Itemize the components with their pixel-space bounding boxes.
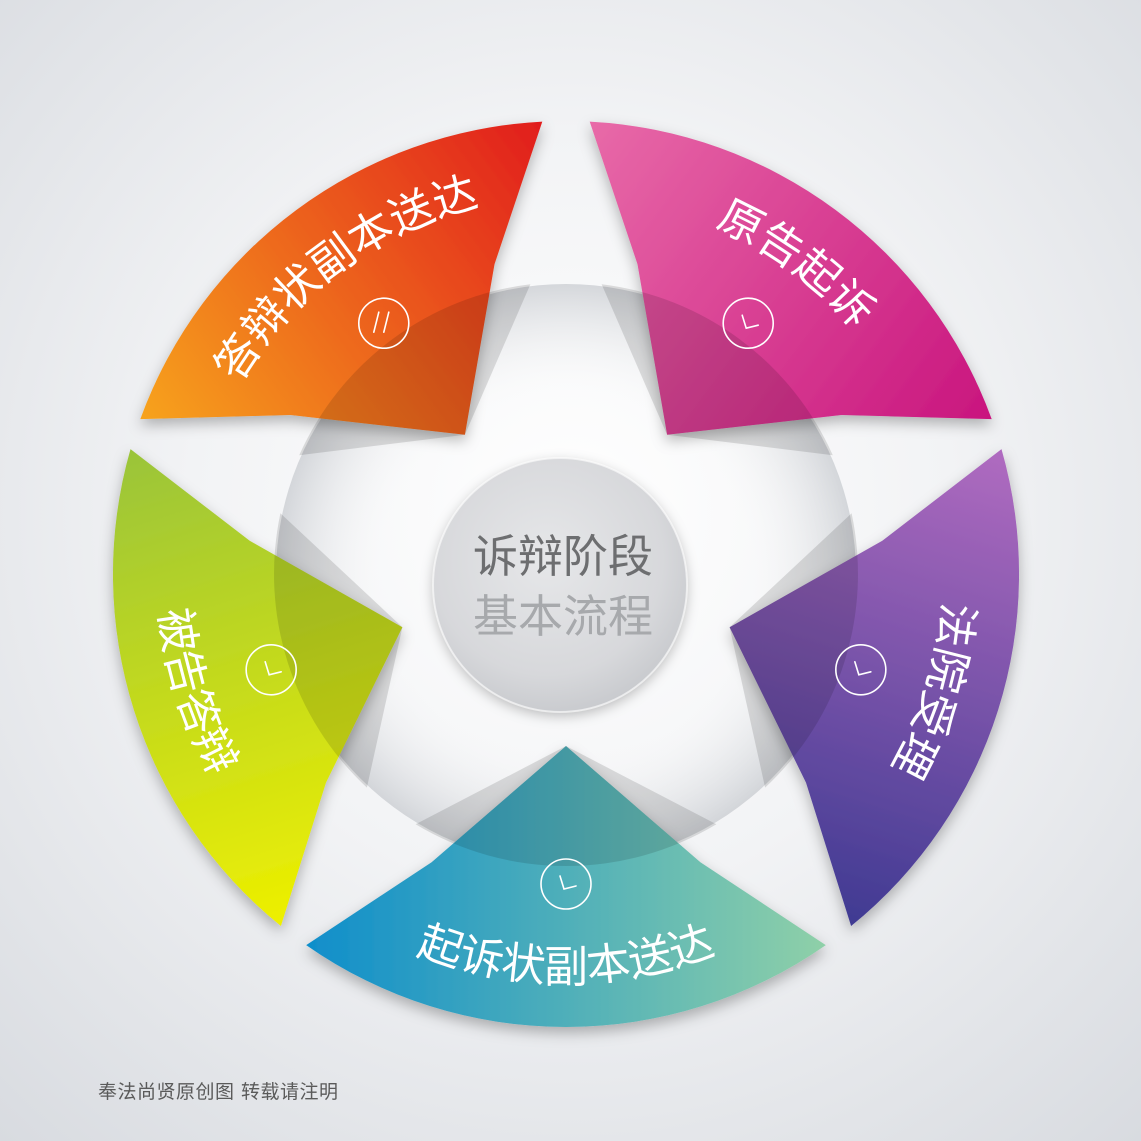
hub-circle — [433, 458, 687, 712]
segment-5: 答辩状副本送达 — [140, 121, 543, 456]
hub-title: 诉辩阶段 — [473, 530, 653, 583]
clock-icon — [245, 643, 297, 696]
segment-depth-band — [299, 284, 531, 456]
segment-glyph-mark — [559, 875, 577, 890]
segment-shape — [589, 121, 992, 435]
segment-shape — [140, 121, 543, 435]
center-hub: 诉辩阶段 基本流程 — [432, 457, 688, 713]
hub-subtitle: 基本流程 — [473, 590, 653, 643]
clock-icon — [722, 297, 775, 350]
segment-2: 法院受理 — [729, 449, 1020, 926]
pause-icon — [357, 297, 410, 350]
footer-credit: 奉法尚贤原创图 转载请注明 — [98, 1081, 339, 1103]
segment-4: 被告答辩 — [112, 449, 403, 926]
clock-icon — [540, 858, 592, 910]
segment-glyph-mark — [372, 311, 390, 334]
segment-shape — [306, 746, 826, 1028]
segment-shape — [729, 449, 1020, 926]
segment-shape — [112, 449, 403, 926]
segment-depth-band — [274, 513, 403, 788]
segment-depth-band — [729, 513, 858, 788]
hub-rim — [432, 457, 688, 713]
segment-glyph-mark — [264, 660, 282, 676]
segment-3: 起诉状副本送达 — [306, 746, 826, 1028]
clock-icon — [835, 643, 887, 696]
segment-glyph-mark — [854, 660, 872, 676]
segment-depth-band — [601, 284, 833, 456]
segment-depth-band — [415, 746, 717, 867]
segment-1: 原告起诉 — [589, 121, 992, 456]
segment-glyph-mark — [741, 314, 760, 330]
